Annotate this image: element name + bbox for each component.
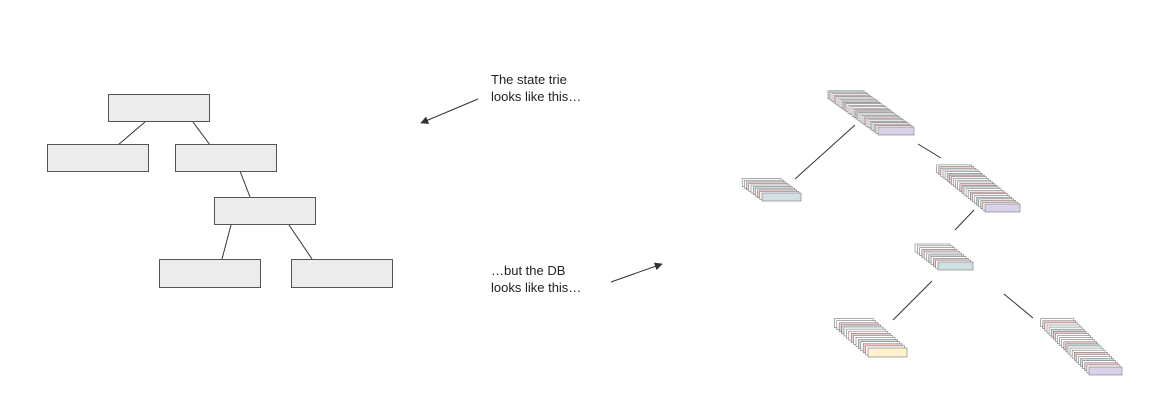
db-stack-bottom-right	[1040, 318, 1123, 376]
edge-mid-bottom-left	[221, 224, 232, 260]
db-stack-top	[827, 90, 915, 136]
db-tree-edges	[794, 124, 1034, 321]
caption-db: …but the DB looks like this…	[491, 262, 581, 296]
db-edge-mid-bottom-left	[892, 280, 933, 321]
db-stack-front-card	[877, 126, 915, 136]
caption-state-trie: The state trie looks like this…	[491, 71, 581, 105]
caption-db-line1: …but the DB	[491, 263, 566, 278]
arrow-to-simple-trie	[420, 98, 479, 124]
edge-root-right	[192, 121, 211, 146]
db-stack-front-card	[984, 203, 1021, 213]
simple-trie	[47, 94, 393, 288]
arrow-to-db-tree	[610, 262, 663, 283]
db-edge-mid-bottom-right	[1003, 293, 1034, 319]
simple-trie-edges	[117, 121, 313, 260]
caption-db-line2: looks like this…	[491, 280, 582, 295]
db-tree	[741, 90, 1123, 376]
db-stack-left	[741, 178, 802, 202]
trie-node-left	[47, 144, 149, 172]
edge-mid-bottom-right	[288, 224, 313, 260]
trie-node-root	[108, 94, 210, 122]
db-stack-mid	[914, 243, 974, 271]
edge-root-left	[117, 121, 146, 146]
db-stack-front-card	[1088, 366, 1123, 376]
trie-node-bottom-left	[159, 259, 261, 288]
db-edge-right-mid	[954, 209, 975, 231]
caption-state-trie-line1: The state trie	[491, 72, 567, 87]
trie-node-bottom-right	[291, 259, 393, 288]
simple-trie-nodes	[47, 94, 393, 288]
edge-right-mid	[239, 170, 251, 198]
db-stack-front-card	[937, 261, 974, 271]
db-stack-front-card	[761, 192, 802, 202]
db-stack-bottom-left	[834, 318, 908, 358]
caption-state-trie-line2: looks like this…	[491, 89, 582, 104]
db-edge-top-left	[794, 124, 856, 180]
trie-node-right	[175, 144, 277, 172]
db-stack-right	[936, 164, 1021, 213]
db-edge-top-right	[917, 143, 942, 159]
db-stack-front-card	[867, 347, 908, 358]
db-stacks	[741, 90, 1123, 376]
trie-node-mid	[214, 197, 316, 225]
